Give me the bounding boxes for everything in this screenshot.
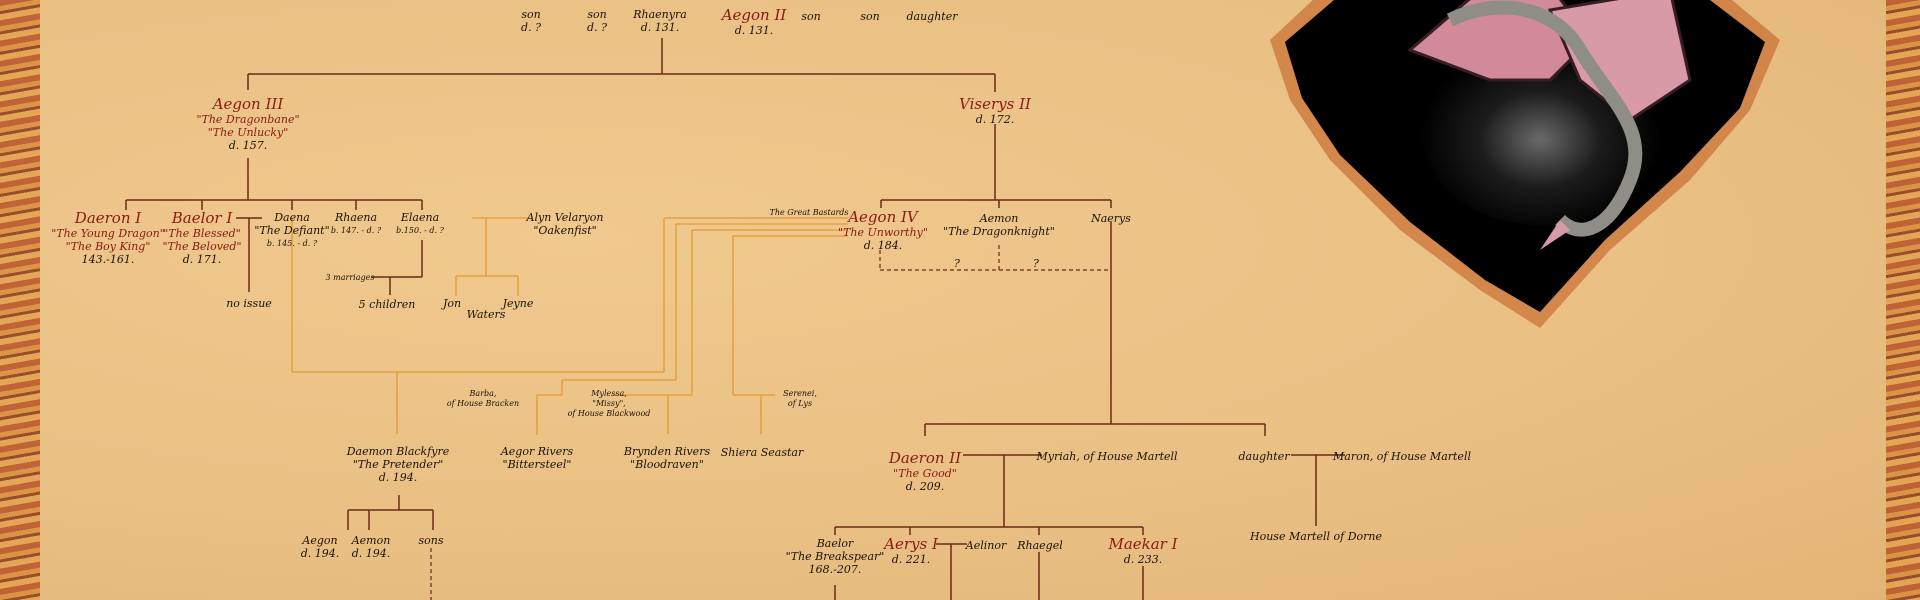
waters-surname: Waters bbox=[466, 308, 506, 321]
person-jon: Jon bbox=[442, 297, 462, 310]
person-aegon-iii: Aegon III "The Dragonbane" "The Unlucky"… bbox=[196, 95, 300, 153]
person-jeyne: Jeyne bbox=[502, 297, 534, 310]
unknown-mark-2: ? bbox=[1033, 257, 1039, 270]
person-elaena: Elaena b.150. - d. ? bbox=[396, 211, 444, 235]
person-rhaena: Rhaena b. 147. - d. ? bbox=[330, 211, 382, 235]
person-daena: Daena "The Defiant" b. 145. - d. ? bbox=[254, 211, 330, 248]
no-issue-label: no issue bbox=[226, 297, 272, 310]
mistress-serenei: Serenei, of Lys bbox=[783, 389, 817, 408]
person-son-4: son bbox=[860, 10, 880, 23]
unknown-mark-1: ? bbox=[954, 257, 960, 270]
person-baelor-breakspear: Baelor "The Breakspear" 168.-207. bbox=[785, 537, 885, 576]
dragon-emblem bbox=[1270, 0, 1780, 328]
person-aemon-blackfyre: Aemon d. 194. bbox=[351, 534, 391, 560]
left-vine-border bbox=[0, 0, 40, 600]
five-children-label: 5 children bbox=[358, 298, 416, 311]
person-sons-blackfyre: sons bbox=[418, 534, 444, 547]
person-aegon-iv: Aegon IV "The Unworthy" d. 184. bbox=[838, 208, 928, 253]
person-brynden-rivers: Brynden Rivers "Bloodraven" bbox=[623, 445, 711, 471]
house-martell-label: House Martell of Dorne bbox=[1250, 530, 1382, 543]
person-aegor-rivers: Aegor Rivers "Bittersteel" bbox=[500, 445, 574, 471]
three-marriages-label: 3 marriages bbox=[325, 273, 375, 282]
person-daughter-2: daughter bbox=[1238, 450, 1290, 463]
person-son-3: son bbox=[801, 10, 821, 23]
person-daughter: daughter bbox=[906, 10, 958, 23]
person-aelinor: Aelinor bbox=[965, 539, 1007, 552]
person-aerys-i: Aerys I d. 221. bbox=[884, 535, 938, 567]
great-bastards-label: The Great Bastards bbox=[769, 208, 849, 217]
person-alyn-velaryon: Alyn Velaryon "Oakenfist" bbox=[526, 211, 604, 237]
person-daeron-ii: Daeron II "The Good" d. 209. bbox=[888, 449, 962, 494]
person-daemon-blackfyre: Daemon Blackfyre "The Pretender" d. 194. bbox=[346, 445, 450, 484]
person-naerys: Naerys bbox=[1091, 212, 1131, 225]
person-baelor-i: Baelor I "The Blessed" "The Beloved" d. … bbox=[162, 209, 242, 267]
right-vine-border bbox=[1886, 0, 1920, 600]
person-daeron-i: Daeron I "The Young Dragon" "The Boy Kin… bbox=[51, 209, 165, 267]
person-shiera-seastar: Shiera Seastar bbox=[720, 446, 804, 459]
person-aemon: Aemon "The Dragonknight" bbox=[943, 212, 1055, 238]
person-aegon-blackfyre: Aegon d. 194. bbox=[300, 534, 340, 560]
person-rhaegel: Rhaegel bbox=[1017, 539, 1063, 552]
person-maekar-i: Maekar I d. 233. bbox=[1108, 535, 1178, 567]
person-viserys-ii: Viserys II d. 172. bbox=[959, 95, 1031, 127]
mistress-barba: Barba, of House Bracken bbox=[446, 389, 520, 408]
person-myriah-martell: Myriah, of House Martell bbox=[1036, 450, 1178, 463]
mistress-mylessa: Mylessa, "Missy", of House Blackwood bbox=[567, 389, 651, 418]
person-maron-martell: Maron, of House Martell bbox=[1333, 450, 1471, 463]
